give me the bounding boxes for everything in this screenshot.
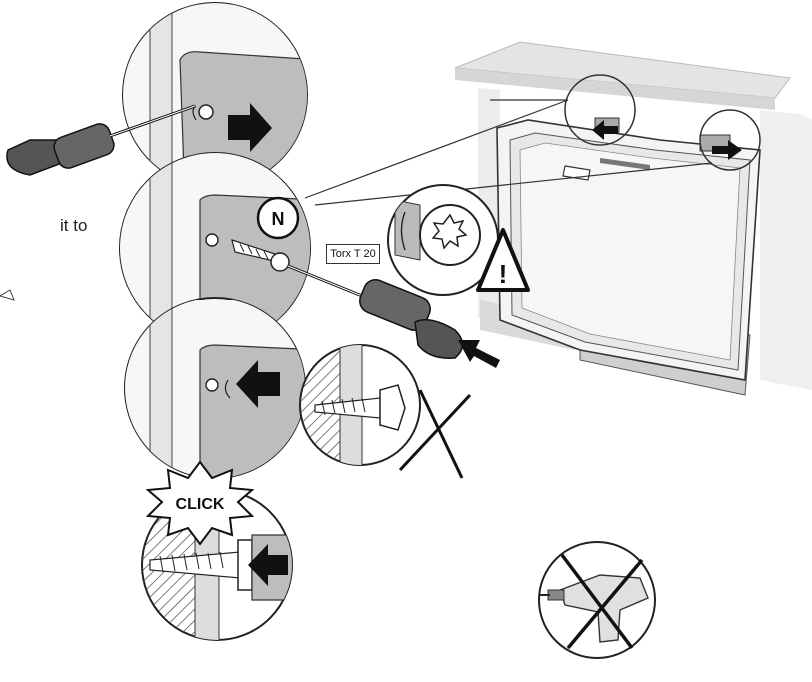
- dishwasher-detail-callouts: [304, 74, 761, 206]
- wrong-mounting-detail: [299, 344, 472, 479]
- push-arrow-icon: [458, 340, 500, 368]
- torx-size-label: Torx T 20: [326, 244, 380, 264]
- push-arrow-icon: [712, 140, 742, 160]
- n-badge: N: [256, 196, 300, 240]
- push-arrow-icon: [236, 360, 280, 408]
- push-arrow-icon: [228, 103, 272, 152]
- torx-screw-detail: !: [387, 184, 530, 296]
- warning-mark: !: [499, 259, 508, 289]
- screwdriver-icon: [6, 104, 196, 176]
- click-label: CLICK: [176, 496, 225, 513]
- push-arrow-icon: [248, 544, 288, 586]
- push-arrow-icon: [592, 120, 618, 140]
- click-burst: CLICK: [145, 460, 255, 546]
- n-badge-label: N: [272, 209, 285, 229]
- step-2-detail: N: [119, 152, 311, 344]
- screwdriver-icon: [287, 264, 500, 368]
- click-detail: CLICK: [141, 460, 293, 641]
- no-power-drill-icon: [538, 541, 656, 659]
- instruction-text-fragment: it to: [60, 216, 88, 235]
- step-1-detail: [6, 2, 308, 188]
- edge-fragment: [0, 289, 15, 301]
- step-3-detail: [124, 297, 306, 479]
- dishwasher-cabinet: [454, 41, 812, 396]
- warning-triangle-icon: !: [476, 228, 530, 292]
